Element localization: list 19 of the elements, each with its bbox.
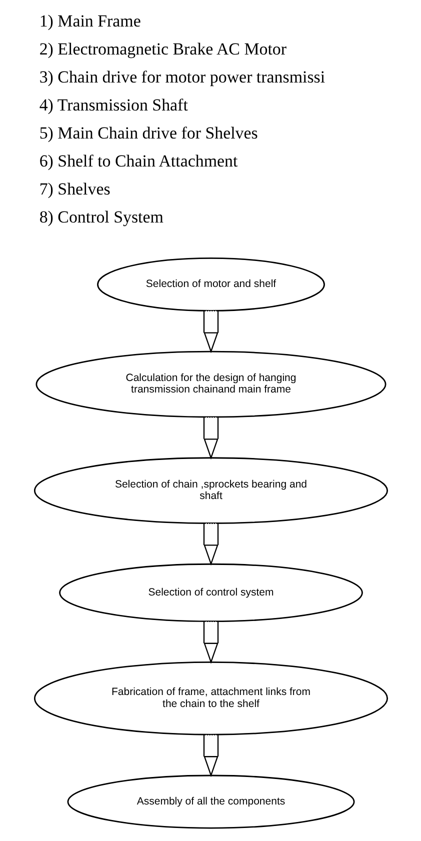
arrow [202,417,218,460]
arrow [202,310,218,354]
node-ellipse: Fabrication of frame, attachment links from the chain to the shelf [33,662,388,736]
label: 8) Control System [38,208,163,227]
arrow [202,523,218,566]
node-ellipse: Selection of chain ,sprockets bearing and shaft [33,457,388,524]
label: 4) Transmission Shaft [38,96,188,115]
label: 7) Shelves [38,180,110,199]
node-ellipse: Selection of motor and shelf [96,257,324,312]
label: 5) Main Chain drive for Shelves [38,124,258,143]
label: 1) Main Frame [38,12,140,31]
label: 2) Electromagnetic Brake AC Motor [38,40,286,59]
node-ellipse: Assembly of all the components [66,774,354,829]
label: 6) Shelf to Chain Attachment [38,152,238,171]
arrow [202,622,218,664]
node-ellipse: Selection of control system [58,563,362,622]
arrow [202,734,218,778]
node-ellipse: Calculation for the design of hanging transmission chainand main frame [35,350,386,418]
label: 3) Chain drive for motor power transmissi [38,68,325,87]
